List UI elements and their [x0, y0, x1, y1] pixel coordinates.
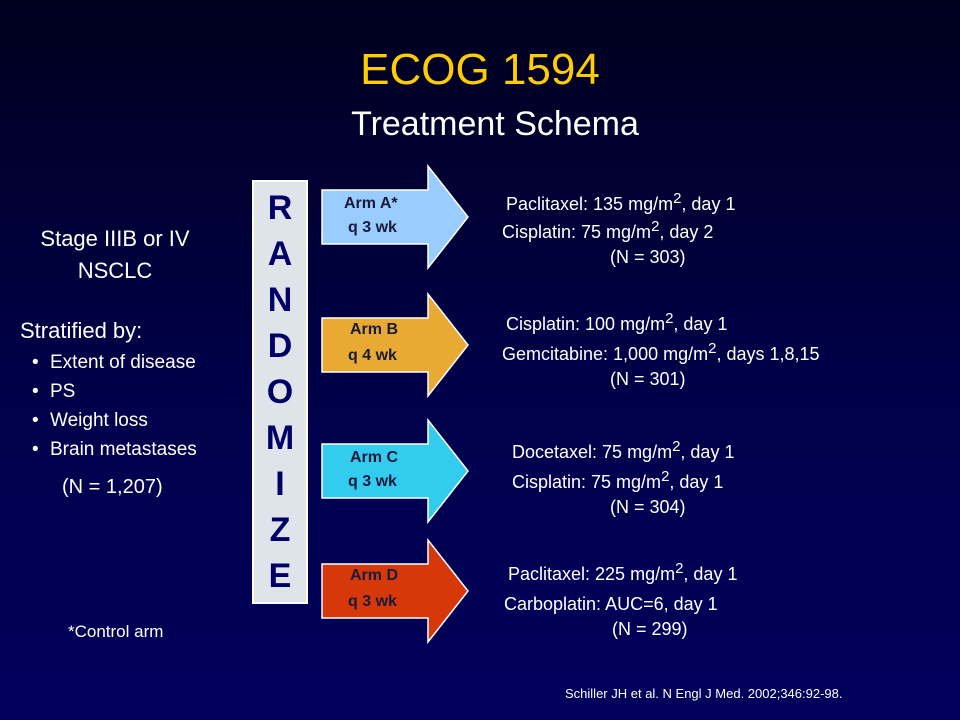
arm-label: Arm A*	[344, 195, 398, 212]
randomize-letter: E	[268, 557, 292, 595]
arm-d-arrow: Arm D q 3 wk	[318, 536, 474, 646]
arm-a-arrow: Arm A* q 3 wk	[318, 162, 474, 272]
arm-c-drug-2: Cisplatin: 75 mg/m2, day 1	[512, 468, 724, 492]
randomize-letter: I	[275, 465, 285, 503]
arm-c-drug-1: Docetaxel: 75 mg/m2, day 1	[512, 438, 735, 462]
arm-c-arrow: Arm C q 3 wk	[318, 416, 474, 526]
arm-arrow-shape	[321, 163, 469, 271]
arm-schedule: q 3 wk	[348, 219, 397, 236]
arm-a-drug-2: Cisplatin: 75 mg/m2, day 2	[502, 218, 714, 242]
arm-label: Arm B	[350, 321, 399, 338]
randomize-letter: Z	[269, 511, 291, 549]
total-n: (N = 1,207)	[62, 476, 163, 498]
citation: Schiller JH et al. N Engl J Med. 2002;34…	[565, 686, 843, 701]
arm-c-n: (N = 304)	[610, 497, 686, 517]
randomize-letter: R	[267, 189, 293, 227]
randomize-letter: D	[267, 327, 293, 365]
stratification-item: PS	[32, 377, 197, 406]
arm-b-arrow: Arm B q 4 wk	[318, 290, 474, 400]
arm-label: Arm C	[350, 449, 399, 466]
arm-schedule: q 3 wk	[348, 473, 397, 490]
slide-title: ECOG 1594	[360, 45, 600, 94]
arm-schedule: q 3 wk	[348, 593, 397, 610]
randomize-letter: N	[267, 281, 293, 319]
arm-b-drug-2: Gemcitabine: 1,000 mg/m2, days 1,8,15	[502, 340, 820, 364]
arm-d-drug-1: Paclitaxel: 225 mg/m2, day 1	[508, 560, 738, 584]
slide-subtitle: Treatment Schema	[351, 105, 639, 143]
stratification-item: Brain metastases	[32, 435, 197, 464]
stratification-item: Weight loss	[32, 406, 197, 435]
stratification-item: Extent of disease	[32, 348, 197, 377]
randomize-letter: A	[267, 235, 293, 273]
stratification-list: Extent of disease PS Weight loss Brain m…	[32, 348, 197, 464]
arm-a-n: (N = 303)	[610, 247, 686, 267]
randomize-letter: O	[266, 373, 294, 411]
randomize-box: R A N D O M I Z E	[252, 180, 308, 604]
arm-arrow-shape	[321, 537, 469, 645]
arm-arrow-shape	[321, 291, 469, 399]
arm-arrow-shape	[321, 417, 469, 525]
arm-d-n: (N = 299)	[612, 619, 688, 639]
arm-label: Arm D	[350, 567, 399, 584]
arm-b-drug-1: Cisplatin: 100 mg/m2, day 1	[506, 310, 728, 334]
stratified-label: Stratified by:	[20, 318, 143, 343]
arm-schedule: q 4 wk	[348, 347, 397, 364]
control-arm-footnote: *Control arm	[68, 622, 164, 641]
randomize-letter: M	[265, 419, 295, 457]
stage-line-1: Stage IIIB or IV	[40, 226, 190, 251]
arm-d-drug-2: Carboplatin: AUC=6, day 1	[504, 594, 718, 614]
stage-line-2: NSCLC	[77, 258, 153, 283]
arm-b-n: (N = 301)	[610, 369, 686, 389]
arm-a-drug-1: Paclitaxel: 135 mg/m2, day 1	[506, 190, 736, 214]
